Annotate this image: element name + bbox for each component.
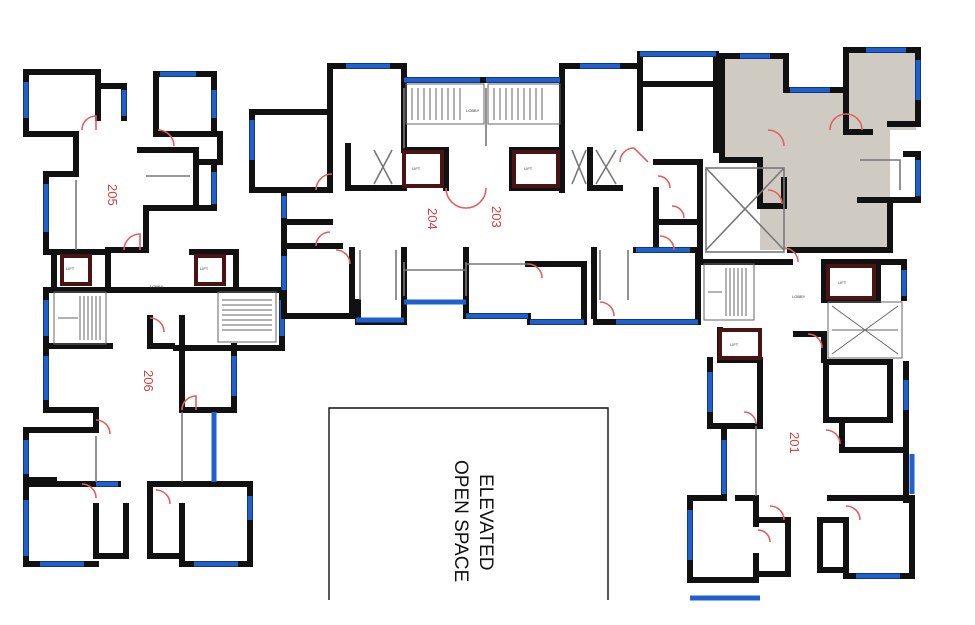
open-space-label-line2: OPEN SPACE bbox=[450, 460, 471, 582]
lift-label: LIFT bbox=[200, 266, 209, 271]
lobby-label: LOBBY bbox=[150, 284, 164, 289]
open-space-label-line1: ELEVATED bbox=[475, 474, 496, 570]
lift-label: LIFT bbox=[524, 166, 533, 171]
middle-block-partitions bbox=[359, 88, 629, 300]
right-lifts: LIFT LIFT LOBBY bbox=[718, 264, 876, 360]
right-block-partitions bbox=[705, 159, 901, 496]
middle-lifts: LIFT LIFT LOBBY bbox=[402, 108, 560, 188]
lift-label: LIFT bbox=[730, 342, 739, 347]
elevated-open-space bbox=[328, 407, 609, 600]
left-stairs bbox=[53, 291, 277, 345]
unit-label-203: 203 bbox=[489, 206, 504, 228]
left-lifts: LIFT LIFT LOBBY bbox=[60, 254, 226, 289]
lift-label: LIFT bbox=[412, 166, 421, 171]
lift-label: LIFT bbox=[838, 280, 847, 285]
door-swings bbox=[81, 113, 863, 543]
lobby-label: LOBBY bbox=[792, 294, 806, 299]
lift-label: LIFT bbox=[66, 266, 75, 271]
right-stairs bbox=[703, 263, 903, 359]
lobby-label: LOBBY bbox=[466, 108, 480, 113]
unit-label-206: 206 bbox=[141, 370, 156, 392]
left-block-partitions bbox=[75, 175, 190, 482]
unit-label-201: 201 bbox=[787, 432, 802, 454]
unit-label-204: 204 bbox=[425, 208, 440, 230]
left-block-windows bbox=[23, 71, 285, 567]
right-block-windows bbox=[687, 47, 921, 601]
unit-label-205: 205 bbox=[105, 184, 120, 206]
shaded-unit-area bbox=[722, 50, 916, 250]
middle-block-windows bbox=[249, 51, 716, 325]
middle-stairs bbox=[373, 83, 617, 185]
